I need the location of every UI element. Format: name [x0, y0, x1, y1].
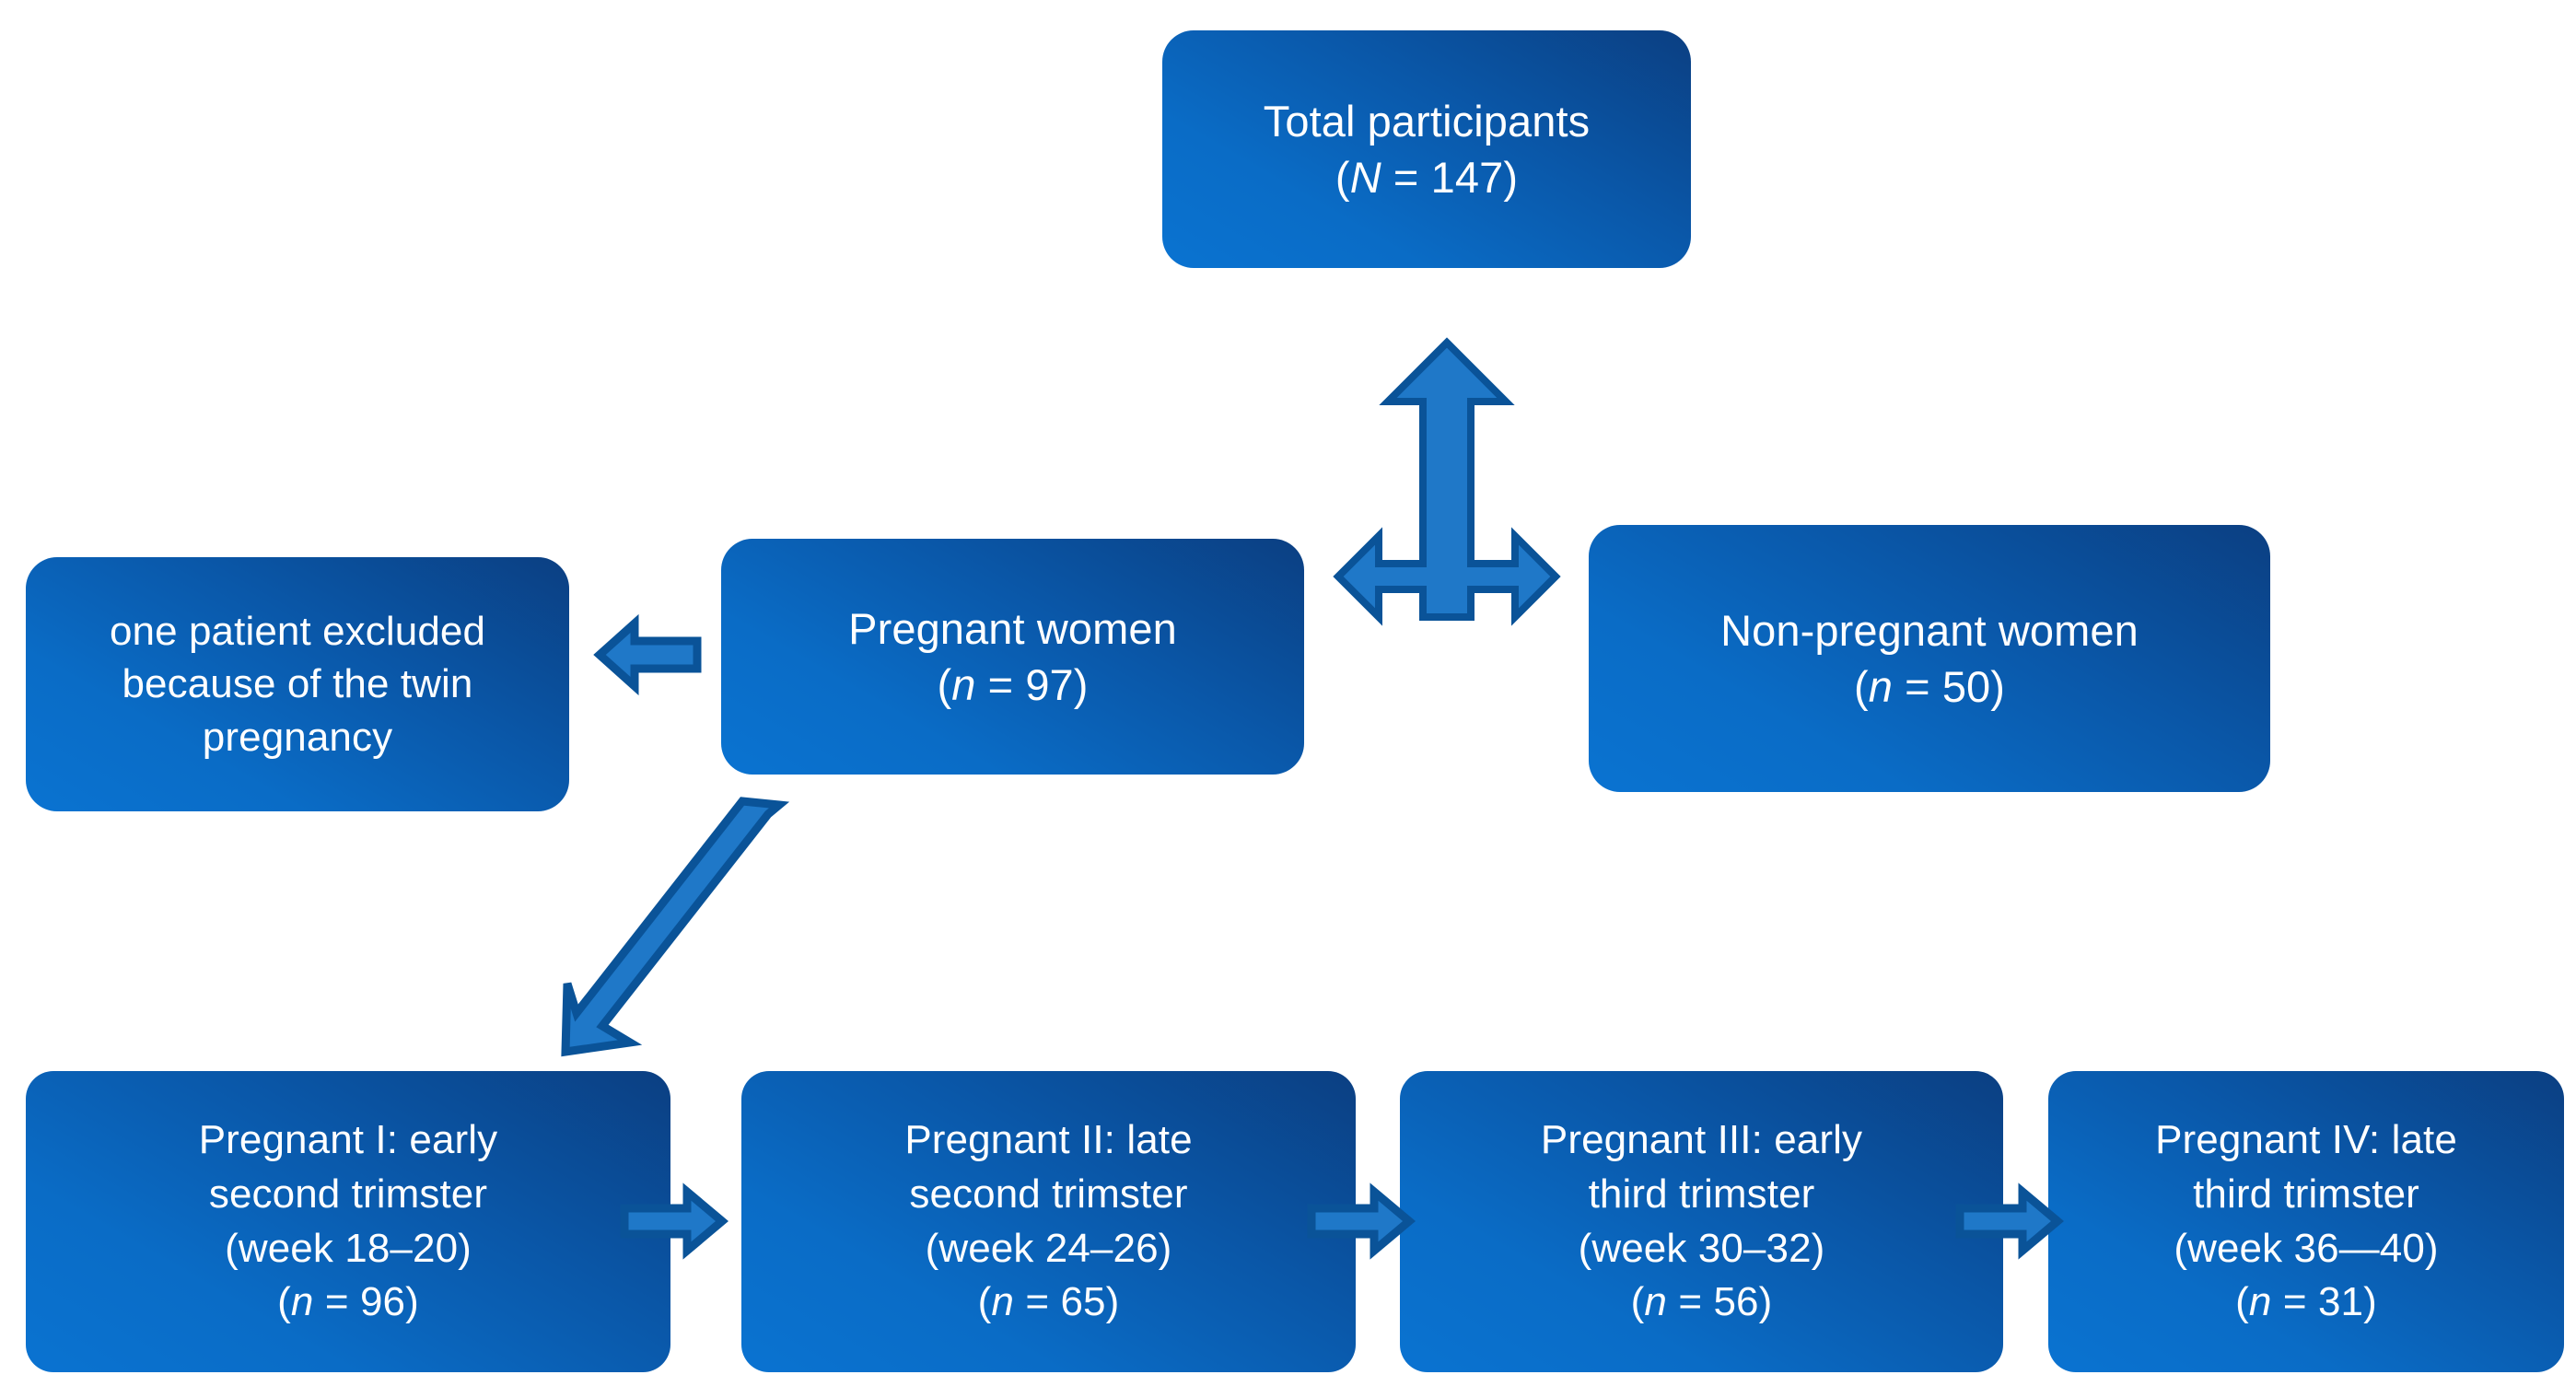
node-p1-line2: second trimster [208, 1171, 488, 1217]
node-excluded-line3: pregnancy [202, 714, 393, 760]
node-pregnant-group-3: Pregnant III: early third trimster (week… [1400, 1071, 2003, 1372]
three-way-arrow-icon [1333, 337, 1561, 682]
node-p1-line1: Pregnant I: early [198, 1116, 498, 1162]
node-nonpregnant-line1: Non-pregnant women [1720, 605, 2139, 655]
node-p3-line1: Pregnant III: early [1540, 1116, 1863, 1162]
node-pregnant-group-1: Pregnant I: early second trimster (week … [26, 1071, 670, 1372]
node-pregnant-paren-open: ( [937, 660, 952, 709]
node-pregnant-line2: (n = 97) [937, 657, 1088, 713]
right-arrow-icon [1954, 1182, 2064, 1260]
left-arrow-icon [593, 613, 703, 696]
node-excluded-line1: one patient excluded [109, 609, 486, 655]
node-p3-paren-open: ( [1630, 1279, 1645, 1325]
node-p2-line4: (n = 65) [978, 1276, 1120, 1330]
node-p2-line3: (week 24–26) [925, 1225, 1172, 1271]
node-p3-line2: third trimster [1588, 1171, 1815, 1217]
node-pregnant-group-2: Pregnant II: late second trimster (week … [741, 1071, 1356, 1372]
node-p4-symbol: n [2248, 1279, 2272, 1325]
node-total-symbol: N [1349, 153, 1381, 202]
node-excluded-patient: one patient excluded because of the twin… [26, 557, 569, 811]
node-total-line1: Total participants [1263, 96, 1591, 146]
right-arrow-icon [619, 1182, 729, 1260]
node-p4-line1: Pregnant IV: late [2155, 1116, 2457, 1162]
node-nonpregnant-symbol: n [1868, 662, 1893, 711]
node-p2-paren-open: ( [977, 1279, 992, 1325]
node-p3-symbol: n [1644, 1279, 1667, 1325]
node-total-line2: (N = 147) [1335, 149, 1518, 205]
node-nonpregnant-paren-open: ( [1853, 662, 1869, 711]
node-p4-value: = 31) [2271, 1279, 2377, 1325]
node-p2-symbol: n [991, 1279, 1014, 1325]
node-p2-value: = 65) [1014, 1279, 1120, 1325]
node-p1-value: = 96) [313, 1279, 419, 1325]
node-total-value: = 147) [1381, 153, 1519, 202]
node-pregnant-group-4: Pregnant IV: late third trimster (week 3… [2048, 1071, 2564, 1372]
node-p4-line3: (week 36—40) [2174, 1225, 2439, 1271]
node-pregnant-line1: Pregnant women [848, 603, 1177, 653]
node-pregnant-value: = 97) [975, 660, 1089, 709]
node-p4-paren-open: ( [2235, 1279, 2249, 1325]
node-p1-paren-open: ( [277, 1279, 291, 1325]
node-total-paren-open: ( [1335, 153, 1350, 202]
node-non-pregnant-women: Non-pregnant women (n = 50) [1589, 525, 2270, 792]
node-p4-line4: (n = 31) [2235, 1276, 2377, 1330]
node-p1-symbol: n [290, 1279, 314, 1325]
node-p1-line3: (week 18–20) [225, 1225, 472, 1271]
node-p3-value: = 56) [1667, 1279, 1773, 1325]
node-nonpregnant-value: = 50) [1892, 662, 2006, 711]
node-pregnant-symbol: n [951, 660, 976, 709]
node-p1-line4: (n = 96) [277, 1276, 419, 1330]
node-pregnant-women: Pregnant women (n = 97) [721, 539, 1304, 775]
node-p3-line3: (week 30–32) [1578, 1225, 1825, 1271]
node-p2-line1: Pregnant II: late [904, 1116, 1193, 1162]
node-total-participants: Total participants (N = 147) [1162, 30, 1691, 268]
right-arrow-icon [1306, 1182, 1416, 1260]
node-excluded-line2: because of the twin [122, 661, 473, 707]
diagonal-arrow-icon [561, 792, 801, 1059]
node-p2-line2: second trimster [909, 1171, 1188, 1217]
node-p4-line2: third trimster [2193, 1171, 2419, 1217]
node-p3-line4: (n = 56) [1631, 1276, 1773, 1330]
node-nonpregnant-line2: (n = 50) [1854, 658, 2005, 715]
